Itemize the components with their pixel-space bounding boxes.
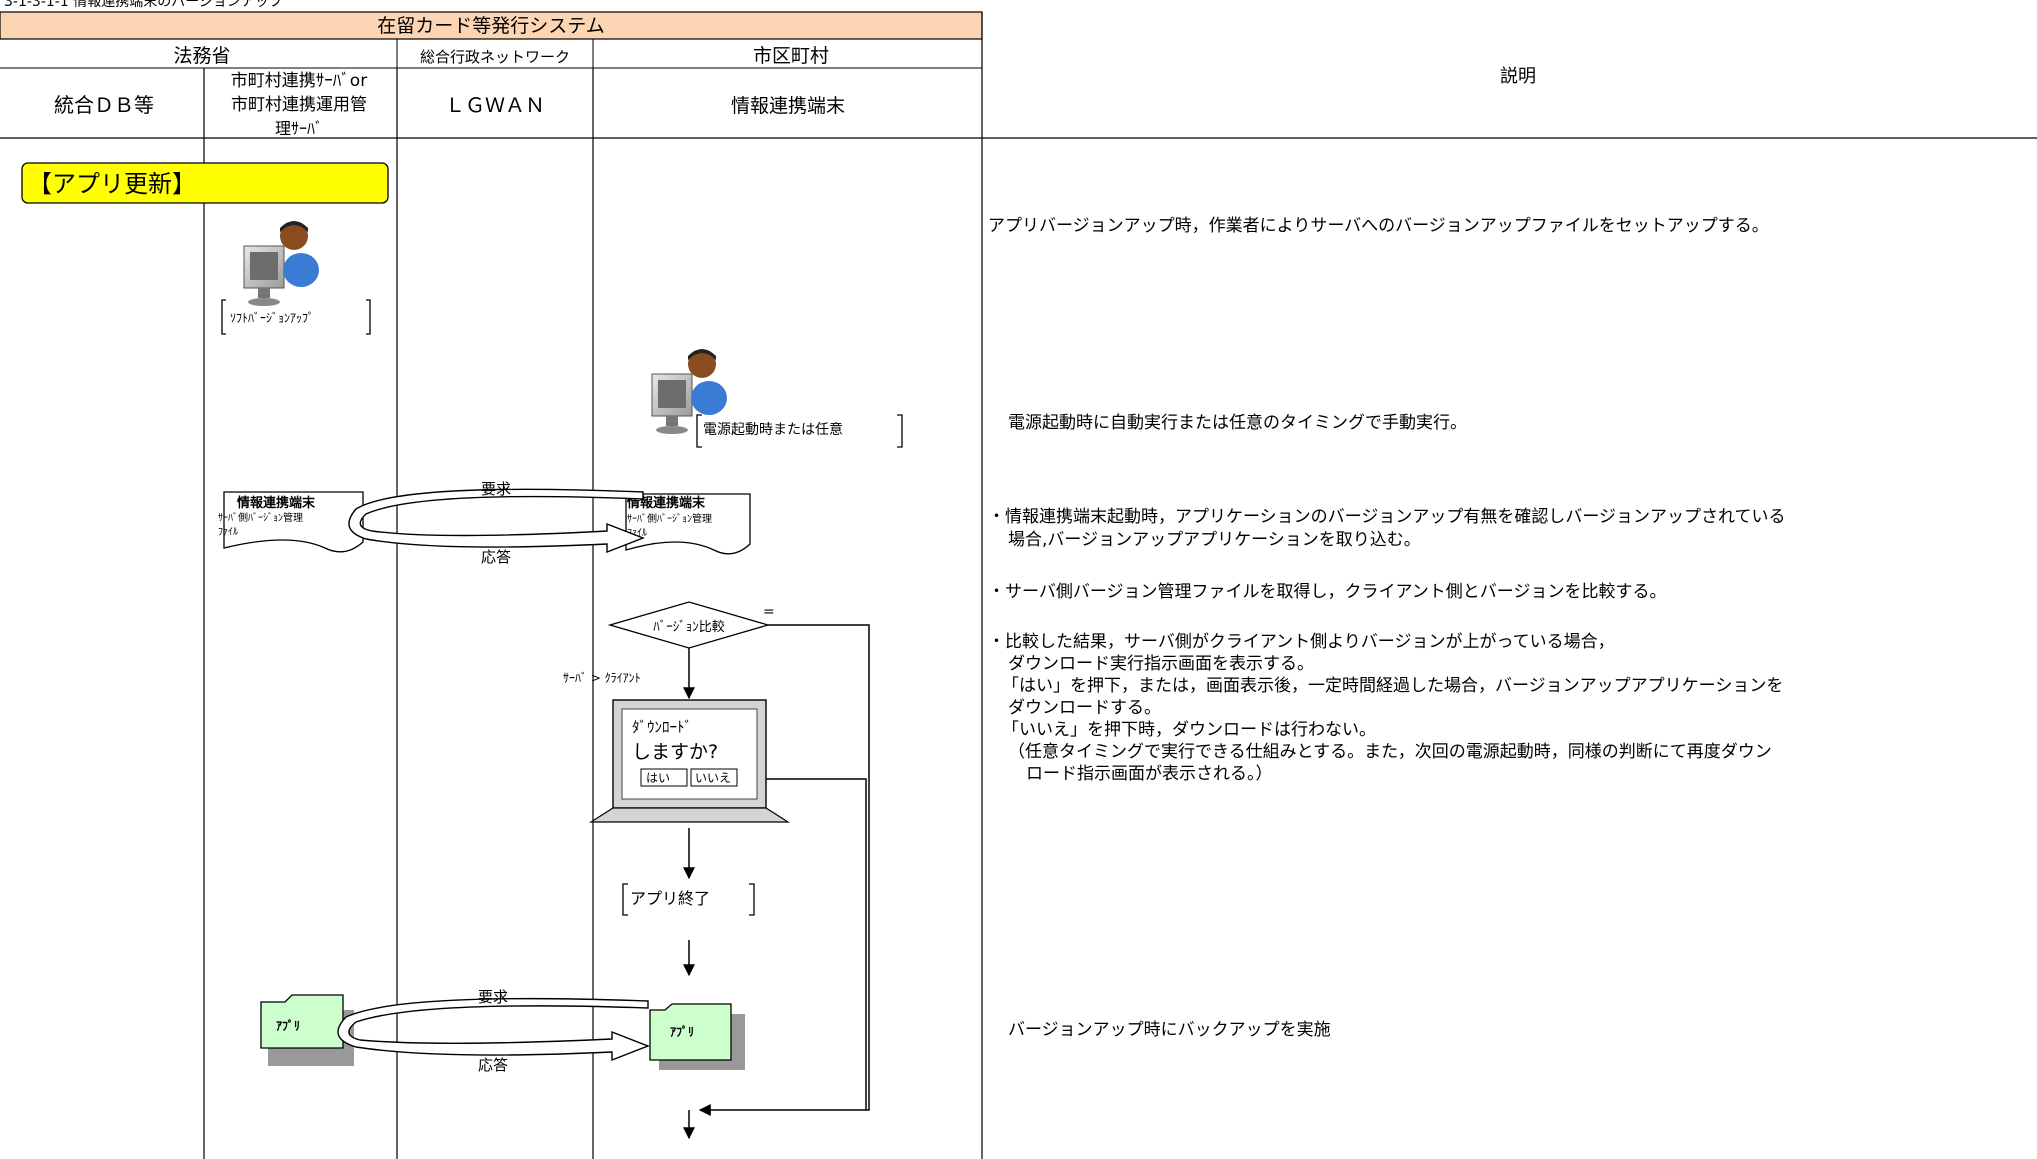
section-label: 【アプリ更新】	[21, 162, 389, 204]
page-caption: 3-1-3-1-1 情報連携端末のバージョンアップ	[4, 0, 283, 10]
greater-branch-label: ｻｰﾊﾞ > ｸﾗｲｱﾝﾄ	[563, 671, 641, 685]
note-startup-check-2: 場合,バージョンアップアプリケーションを取り込む。	[1008, 530, 1421, 550]
system-title: 在留カード等発行システム	[377, 15, 604, 37]
request-response-arrow-2: 要求 応答	[337, 988, 650, 1074]
svg-text:ﾌｧｲﾙ: ﾌｧｲﾙ	[627, 528, 647, 539]
yes-button[interactable]	[640, 768, 688, 787]
response-label-1: 応答	[481, 548, 511, 566]
lane-lgwan: ＬＧＷＡＮ	[445, 93, 545, 117]
note-startup-check-1: ・情報連携端末起動時，アプリケーションのバージョンアップ有無を確認しバージョンア…	[988, 507, 1785, 527]
actor1-label: ｿﾌﾄﾊﾞｰｼﾞｮﾝｱｯﾌﾟ	[230, 311, 314, 325]
note-result-3: 「はい」を押下，または，画面表示後，一定時間経過した場合，バージョンアップアプリ…	[1002, 676, 1783, 696]
actor2-label-bracket: 電源起動時または任意	[696, 414, 903, 448]
group-network: 総合行政ネットワーク	[420, 48, 570, 66]
svg-text:ﾊﾞｰｼﾞｮﾝ比較: ﾊﾞｰｼﾞｮﾝ比較	[653, 620, 725, 635]
request-label-2: 要求	[478, 988, 508, 1006]
user-person-icon	[651, 349, 727, 434]
lane-terminal: 情報連携端末	[731, 95, 845, 117]
actor1-label-bracket: ｿﾌﾄﾊﾞｰｼﾞｮﾝｱｯﾌﾟ	[221, 299, 371, 335]
note-result-4: ダウンロードする。	[1008, 698, 1161, 718]
equal-branch-label: =	[763, 604, 775, 620]
group-houmusho: 法務省	[173, 45, 230, 67]
explanation-notes: アプリバージョンアップ時，作業者によりサーバへのバージョンアップファイルをセット…	[988, 216, 1785, 1040]
column-explanation: 説明	[1500, 66, 1536, 87]
request-response-arrow-1: 要求 応答	[348, 480, 645, 566]
svg-text:しますか?: しますか?	[632, 741, 718, 763]
note-trigger: 電源起動時に自動実行または任意のタイミングで手動実行。	[1008, 413, 1467, 433]
swimlane-lines	[203, 12, 983, 1159]
lane-server-line2: 市町村連携運用管	[231, 95, 367, 115]
group-shikuchoson: 市区町村	[753, 45, 829, 67]
lane-db: 統合ＤＢ等	[54, 93, 154, 117]
server-version-file-document: 情報連携端末 ｻｰﾊﾞ側ﾊﾞｰｼﾞｮﾝ管理 ﾌｧｲﾙ	[218, 491, 364, 553]
flow-arrows	[683, 624, 870, 1140]
note-backup: バージョンアップ時にバックアップを実施	[1008, 1020, 1331, 1040]
app-end-bracket: アプリ終了	[622, 883, 755, 916]
note-result-2: ダウンロード実行指示画面を表示する。	[1008, 654, 1314, 674]
lane-server-line1: 市町村連携ｻｰﾊﾞor	[231, 71, 367, 91]
svg-text:情報連携端末: 情報連携端末	[237, 495, 316, 511]
lane-server-line3: 理ｻｰﾊﾞ	[275, 119, 323, 138]
svg-text:ｻｰﾊﾞ側ﾊﾞｰｼﾞｮﾝ管理: ｻｰﾊﾞ側ﾊﾞｰｼﾞｮﾝ管理	[218, 511, 303, 524]
note-result-7: ロード指示画面が表示される。）	[1026, 764, 1273, 784]
svg-text:ｱﾌﾟﾘ: ｱﾌﾟﾘ	[670, 1024, 694, 1039]
svg-text:ｻｰﾊﾞ側ﾊﾞｰｼﾞｮﾝ管理: ｻｰﾊﾞ側ﾊﾞｰｼﾞｮﾝ管理	[627, 512, 712, 525]
svg-text:ｱﾌﾟﾘ: ｱﾌﾟﾘ	[276, 1018, 300, 1033]
operator-person-icon	[243, 221, 319, 306]
note-compare: ・サーバ側バージョン管理ファイルを取得し，クライアント側とバージョンを比較する。	[988, 582, 1666, 602]
svg-text:【アプリ更新】: 【アプリ更新】	[28, 170, 196, 198]
version-compare-decision: ﾊﾞｰｼﾞｮﾝ比較	[607, 601, 771, 649]
no-button[interactable]	[690, 768, 738, 787]
svg-text:ﾀﾞｳﾝﾛｰﾄﾞ: ﾀﾞｳﾝﾛｰﾄﾞ	[632, 718, 692, 736]
request-label-1: 要求	[481, 480, 511, 498]
actor2-label: 電源起動時または任意	[703, 421, 843, 438]
note-result-1: ・比較した結果，サーバ側がクライアント側よりバージョンが上がっている場合，	[988, 632, 1615, 652]
response-label-2: 応答	[478, 1056, 508, 1074]
client-app-folder: ｱﾌﾟﾘ	[649, 1003, 745, 1070]
note-setup: アプリバージョンアップ時，作業者によりサーバへのバージョンアップファイルをセット…	[988, 216, 1769, 236]
no-button-label: いいえ	[695, 771, 731, 785]
svg-text:ﾌｧｲﾙ: ﾌｧｲﾙ	[218, 527, 238, 538]
svg-text:情報連携端末: 情報連携端末	[627, 495, 706, 511]
app-end-label: アプリ終了	[630, 889, 710, 908]
client-version-file-document: 情報連携端末 ｻｰﾊﾞ側ﾊﾞｰｼﾞｮﾝ管理 ﾌｧｲﾙ	[625, 493, 751, 555]
note-result-6: （任意タイミングで実行できる仕組みとする。また，次回の電源起動時，同様の判断にて…	[1008, 742, 1772, 762]
download-confirm-dialog: ﾀﾞｳﾝﾛｰﾄﾞ しますか? はい いいえ	[588, 699, 791, 823]
yes-button-label: はい	[646, 771, 670, 785]
note-result-5: 「いいえ」を押下時，ダウンロードは行わない。	[1002, 720, 1376, 740]
table-header: 在留カード等発行システム 法務省 総合行政ネットワーク 市区町村 統合ＤＢ等 市…	[0, 11, 2037, 139]
